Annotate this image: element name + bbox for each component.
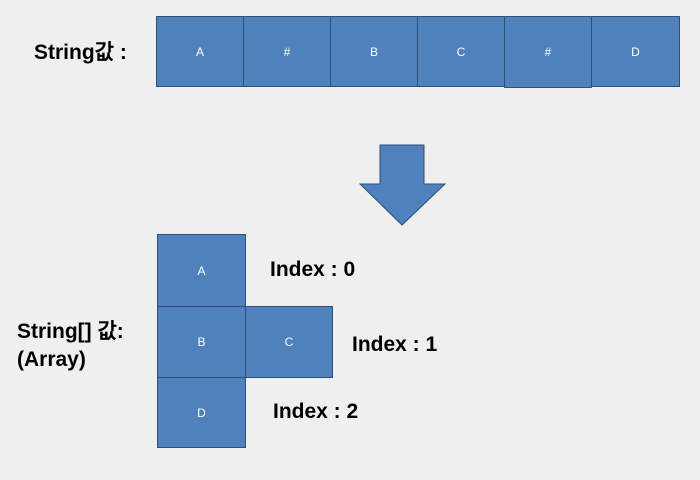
index-label: Index : 0	[270, 258, 356, 281]
string-char-cell: #	[243, 16, 331, 87]
string-array-label: String[] 값: (Array)	[17, 318, 124, 374]
string-char-cell: #	[504, 16, 592, 88]
string-char-cell: C	[417, 16, 505, 87]
array-element-cell: C	[245, 306, 333, 378]
string-char-cell: D	[591, 16, 680, 87]
string-array-label-line1: String[] 값:	[17, 320, 124, 343]
index-label: Index : 2	[273, 400, 359, 423]
array-element-cell: A	[157, 234, 246, 307]
string-array-label-line2: (Array)	[17, 348, 86, 371]
string-value-label: String값 :	[34, 41, 127, 64]
array-element-cell: B	[157, 306, 246, 378]
string-char-cell: A	[156, 16, 244, 87]
index-label: Index : 1	[352, 333, 438, 356]
array-element-cell: D	[157, 377, 246, 448]
string-char-cell: B	[330, 16, 418, 87]
down-arrow-icon	[358, 144, 447, 226]
